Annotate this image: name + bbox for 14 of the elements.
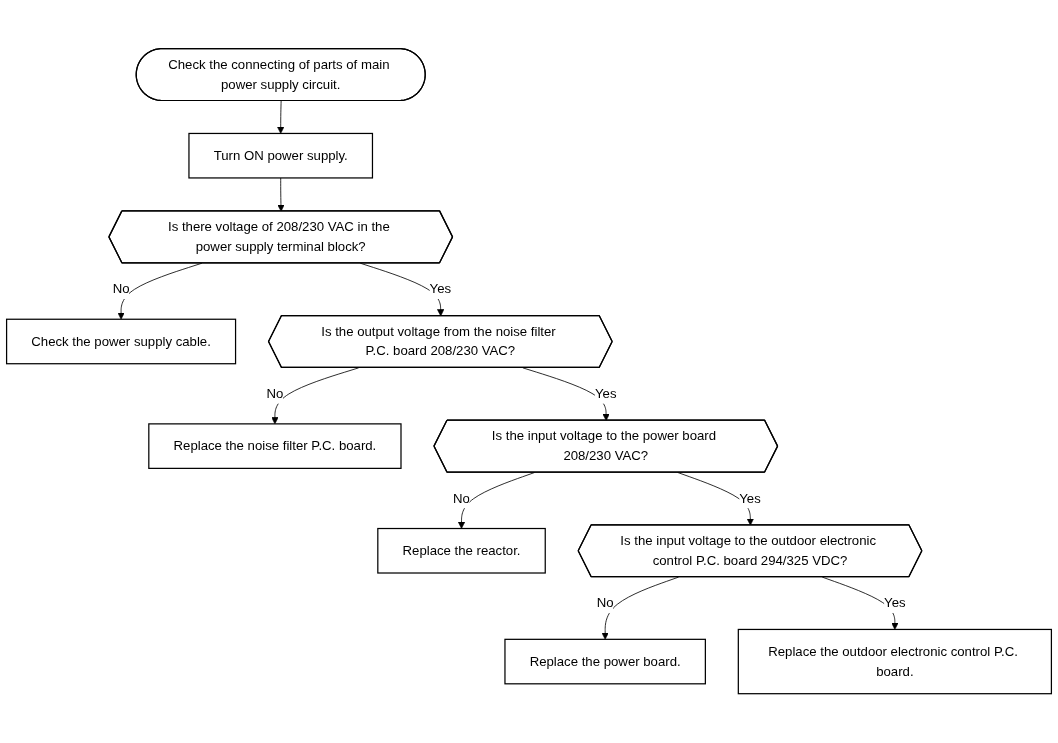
- node-box: Replace the noise filter P.C. board.: [148, 423, 402, 470]
- edge-label: No: [112, 282, 130, 297]
- node-box: Replace the power board.: [504, 639, 706, 685]
- node-box: Check the power supply cable.: [5, 318, 237, 365]
- node-box: Turn ON power supply.: [188, 133, 374, 179]
- edge-label: No: [453, 491, 470, 506]
- edge-label: Yes: [884, 596, 906, 611]
- edge-label: Yes: [429, 282, 452, 297]
- edge-label: No: [266, 386, 284, 401]
- node-box: Replace the reactor.: [377, 528, 546, 574]
- edge-label: No: [596, 596, 614, 611]
- node-box: Replace the outdoor electronic control P.C. board.: [737, 629, 1052, 695]
- edge-label: Yes: [739, 491, 761, 506]
- edge-label: Yes: [595, 386, 617, 401]
